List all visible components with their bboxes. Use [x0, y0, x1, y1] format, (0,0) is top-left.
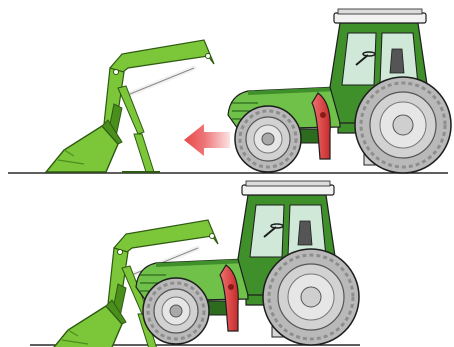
- bottom-panel: [30, 181, 360, 347]
- tractor-icon: [136, 181, 359, 345]
- top-panel: [8, 9, 451, 173]
- tractor-icon: [228, 9, 451, 173]
- move-left-arrow-icon: [184, 124, 230, 156]
- front-loader-icon: [46, 40, 214, 172]
